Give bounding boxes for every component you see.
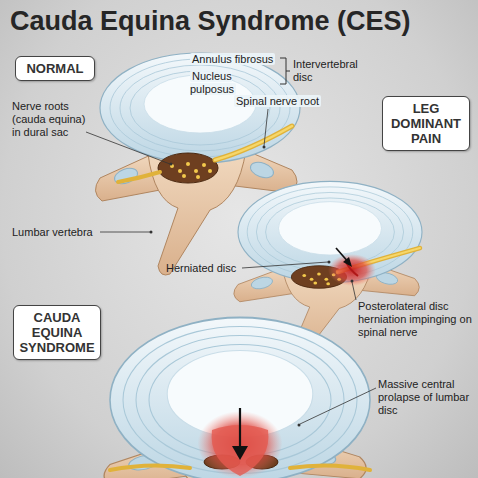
part-label: Nerve roots (cauda equina) in dural sac: [12, 100, 90, 139]
part-label: Spinal nerve root: [234, 95, 326, 108]
part-label-text: Posterolateral disc herniation impinging…: [358, 300, 472, 338]
panel-tag-box: LEG DOMINANT PAIN: [382, 96, 470, 151]
panel-tag: NORMAL: [20, 61, 90, 76]
panel-tag-box: NORMAL: [15, 56, 95, 81]
part-label-text: Intervertebral disc: [293, 58, 358, 83]
part-label: Massive central prolapse of lumbar disc: [378, 378, 474, 417]
part-label: Posterolateral disc herniation impinging…: [358, 300, 474, 339]
part-label-text: Nerve roots (cauda equina) in dural sac: [12, 100, 85, 138]
part-label: Annulus fibrosus: [190, 53, 278, 66]
part-label-text: Nucleus pulposus: [190, 70, 236, 95]
title: Cauda Equina Syndrome (CES): [10, 6, 411, 37]
panel-tag-box: CAUDA EQUINA SYNDROME: [13, 305, 101, 360]
part-label: Intervertebral disc: [293, 58, 375, 84]
part-label-text: Spinal nerve root: [234, 95, 321, 107]
part-label-text: Lumbar vertebra: [12, 226, 93, 238]
panel-tag: CAUDA EQUINA SYNDROME: [18, 310, 96, 355]
part-label-text: Herniated disc: [166, 262, 236, 274]
part-label-text: Massive central prolapse of lumbar disc: [378, 378, 469, 416]
panel-tag: LEG DOMINANT PAIN: [387, 101, 465, 146]
part-label: Lumbar vertebra: [12, 226, 102, 239]
part-label-text: Annulus fibrosus: [190, 53, 275, 65]
part-label: Herniated disc: [166, 262, 242, 275]
part-label: Nucleus pulposus: [190, 70, 278, 96]
